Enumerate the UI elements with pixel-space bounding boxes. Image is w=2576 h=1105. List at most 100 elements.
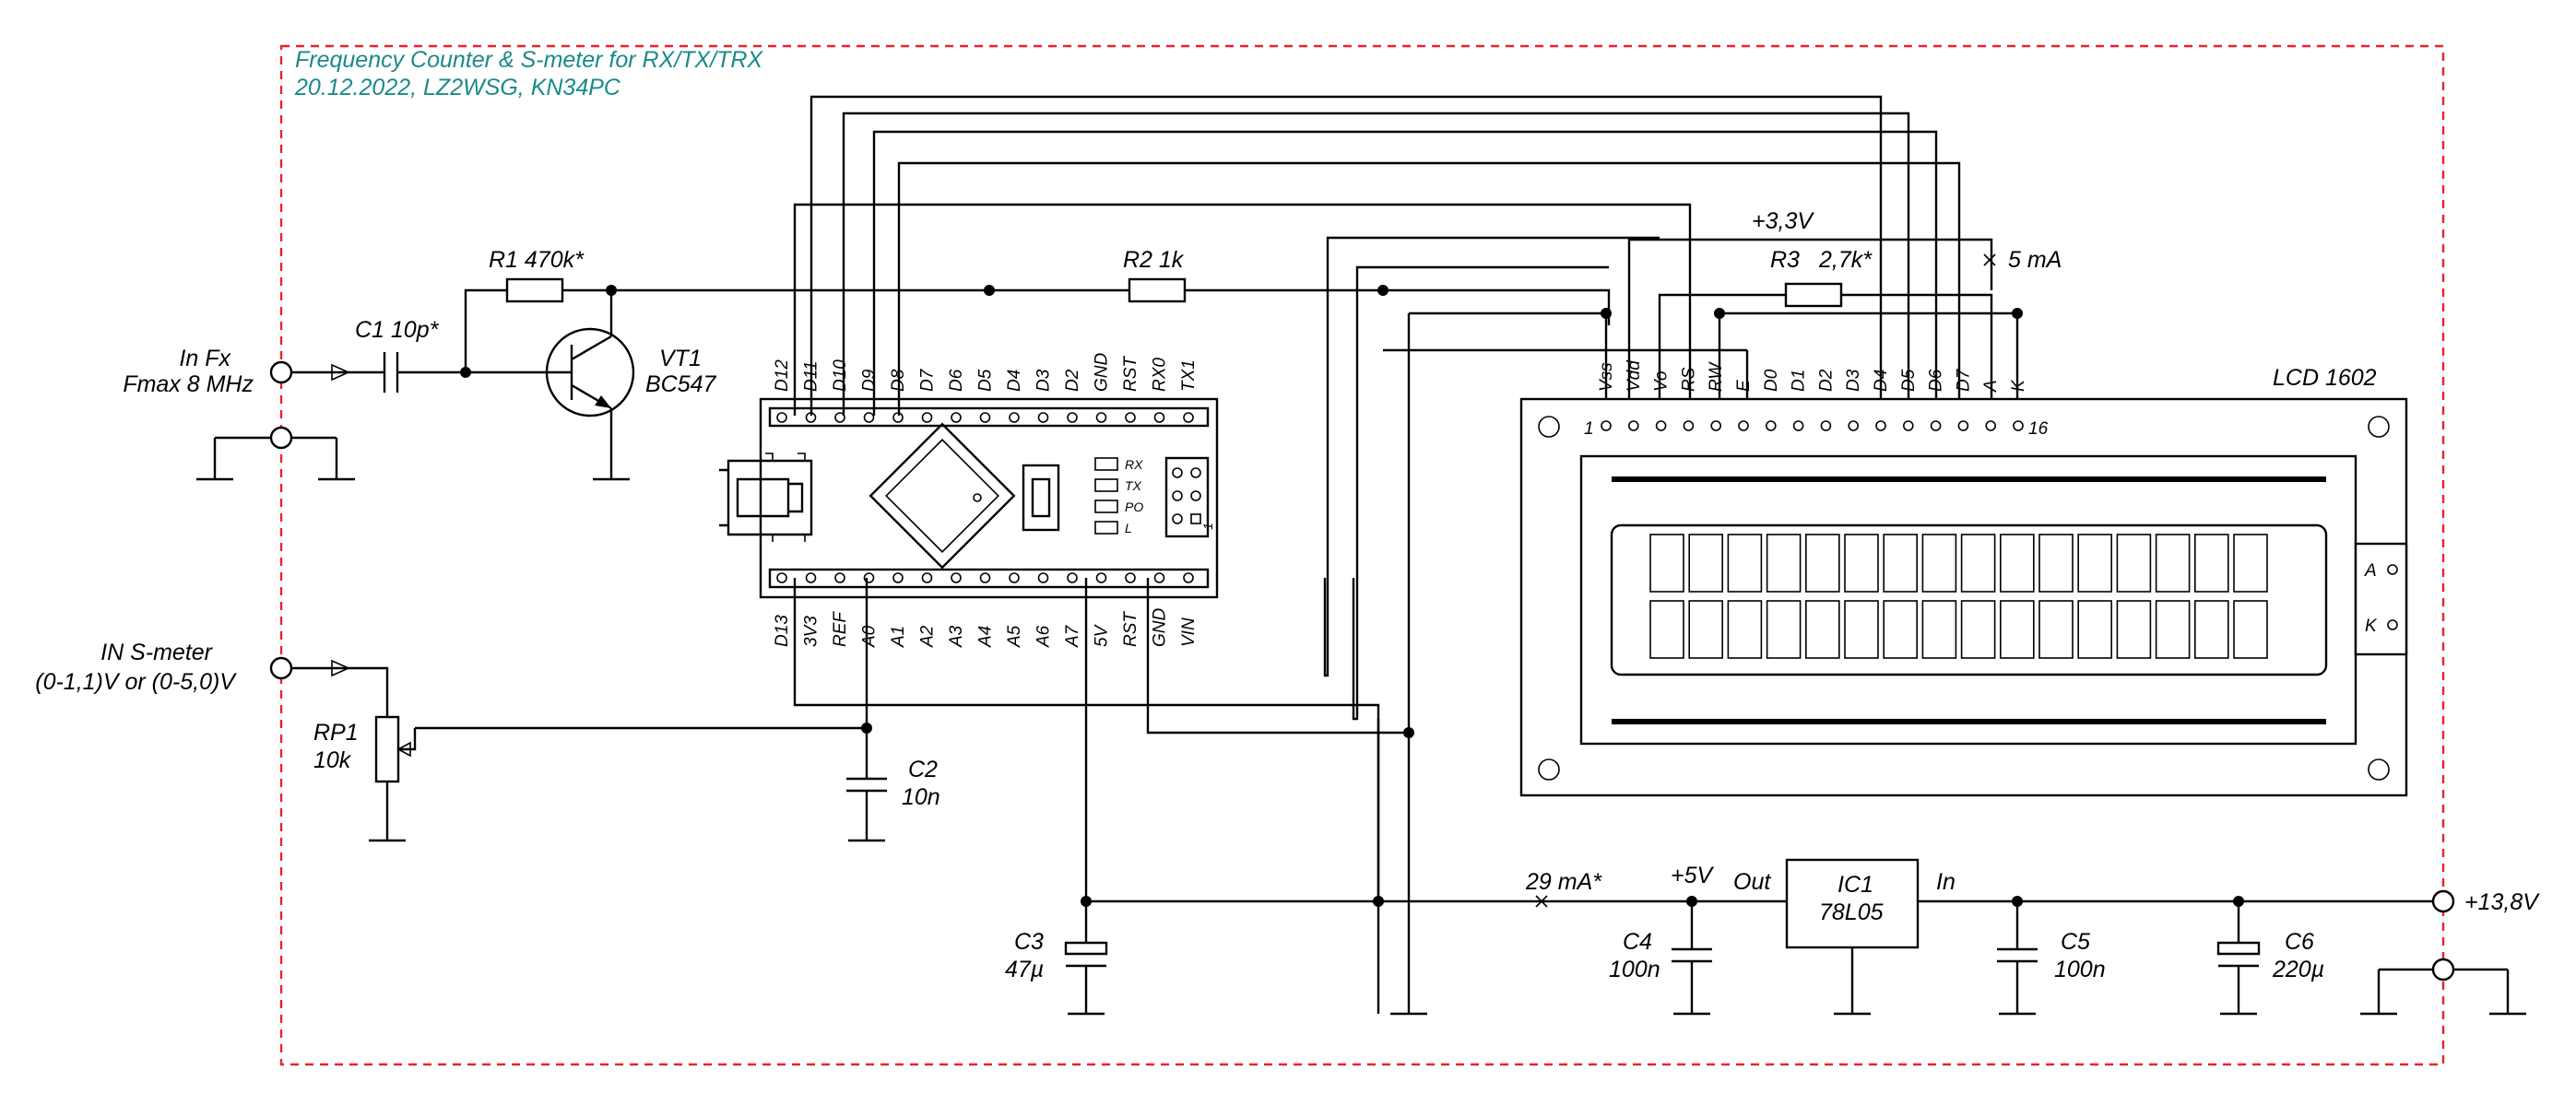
- nano-top-pin: [1095, 412, 1107, 423]
- reset-button: [1022, 464, 1060, 532]
- c3-value: 47µ: [1005, 957, 1044, 982]
- lcd-char-cell: [1766, 600, 1802, 659]
- nano-bottom-pin: [1095, 572, 1107, 583]
- power-terminal: [2431, 889, 2455, 913]
- lcd-char-cell: [1844, 534, 1879, 593]
- nano-bottom-pin-label: VIN: [1179, 617, 1199, 647]
- lcd-pin: [1903, 420, 1914, 431]
- c5-value: 100n: [2054, 957, 2106, 982]
- nano-bottom-pin: [834, 572, 845, 583]
- nano-bottom-pin-label: D13: [773, 615, 792, 647]
- nano-top-pin: [1153, 412, 1165, 423]
- r2-resistor: [1128, 277, 1187, 303]
- lcd-pin: [1601, 420, 1612, 431]
- nano-bottom-pin-label: A7: [1063, 624, 1082, 648]
- nano-bottom-pin: [1037, 572, 1049, 583]
- lcd-char-cell: [1883, 600, 1918, 659]
- c1-label: C1 10p*: [355, 317, 440, 343]
- lcd-char-cell: [1921, 534, 1957, 593]
- lcd-char-cell: [2000, 600, 2035, 659]
- nano-top-pin: [1009, 412, 1020, 423]
- nano-bottom-pin: [1009, 572, 1020, 583]
- lcd-pin-label: D3: [1844, 369, 1863, 392]
- lcd-char-cell: [1844, 600, 1879, 659]
- r1-label: R1 470k*: [489, 247, 585, 273]
- nano-bottom-pin-label: A2: [918, 625, 938, 648]
- rp1-potentiometer: [374, 715, 400, 783]
- lcd-pin: [1683, 420, 1695, 431]
- lcd-pin: [1792, 420, 1804, 431]
- c4-value: 100n: [1609, 957, 1660, 982]
- nano-top-pin: [979, 412, 991, 423]
- lcd-char-cell: [1883, 534, 1918, 593]
- lcd-char-cell: [2233, 534, 2268, 593]
- rp1-label: RP1: [313, 720, 359, 746]
- r1-resistor: [505, 277, 564, 303]
- c3-label: C3: [1014, 929, 1044, 955]
- nano-bottom-pin-label: A6: [1034, 625, 1054, 648]
- nano-bottom-pin: [921, 572, 933, 583]
- input-fx-fmax-label: Fmax 8 MHz: [123, 371, 254, 397]
- nano-bottom-pin-label: A5: [1005, 625, 1024, 648]
- nano-top-pin: [776, 412, 787, 423]
- lcd-char-cell: [2038, 534, 2074, 593]
- lcd-char-cell: [2038, 600, 2074, 659]
- nano-top-pin: [1125, 412, 1136, 423]
- ic1-name: IC1: [1837, 872, 1873, 898]
- lcd-side-a: A: [2364, 561, 2377, 581]
- input-fx-label: In Fx: [179, 346, 231, 371]
- rp1-value: 10k: [313, 747, 352, 773]
- lcd-screen: [1610, 523, 2328, 676]
- c4-label: C4: [1623, 929, 1652, 955]
- lcd-pin: [1738, 420, 1749, 431]
- ic1-type: 78L05: [1819, 899, 1884, 925]
- smeter-range: (0-1,1)V or (0-5,0)V: [35, 669, 237, 695]
- lcd-pin: [1930, 420, 1942, 431]
- nano-bottom-pin: [892, 572, 904, 583]
- nano-led: [1094, 457, 1118, 471]
- nano-top-pin-label: RX0: [1151, 358, 1170, 392]
- lcd-pin-label: RS: [1679, 367, 1698, 392]
- lcd-char-cell: [2194, 600, 2229, 659]
- nano-board: [759, 397, 1219, 599]
- nano-bottom-pin: [1183, 572, 1194, 583]
- nano-led: [1094, 500, 1118, 513]
- v5-label: +5V: [1671, 863, 1715, 888]
- lcd-char-cell: [2116, 534, 2152, 593]
- nano-led: [1094, 521, 1118, 535]
- lcd-pin-label: D5: [1899, 369, 1919, 392]
- lcd-pin: [1875, 420, 1886, 431]
- r3-value: 2,7k*: [1818, 247, 1873, 273]
- lcd-char-cell: [1688, 534, 1723, 593]
- lcd-backlight-tab: [2354, 542, 2408, 656]
- c2-capacitor: [846, 578, 887, 842]
- icsp-pin-1-label: 1: [1200, 523, 1215, 530]
- lcd-pin-label: D0: [1762, 369, 1781, 392]
- nano-top-pin: [1183, 412, 1194, 423]
- lcd-char-cell: [2155, 534, 2191, 593]
- supply-current: 29 mA*: [1525, 869, 1602, 895]
- nano-top-pin-label: D6: [947, 369, 966, 392]
- lcd-pin: [1848, 420, 1859, 431]
- lcd-pin-label: D6: [1927, 369, 1946, 392]
- lcd-char-cell: [2077, 600, 2112, 659]
- lcd-pin-label: D2: [1816, 369, 1836, 392]
- lcd-char-cell: [1649, 600, 1684, 659]
- lcd-pin: [1820, 420, 1832, 431]
- lcd-bezel: [1579, 454, 2357, 746]
- nano-top-pin-label: GND: [1093, 353, 1112, 393]
- nano-top-pin-label: D2: [1063, 369, 1082, 392]
- lcd-char-cell: [1960, 600, 1996, 659]
- lcd-pin-label: K: [2009, 379, 2028, 392]
- nano-bottom-pin: [1125, 572, 1136, 583]
- c4-capacitor: [1672, 901, 1712, 1016]
- c2-value: 10n: [902, 784, 940, 810]
- lcd-pin: [1655, 420, 1667, 431]
- nano-led-label: TX: [1125, 478, 1142, 493]
- vt1-label: VT1: [659, 346, 702, 371]
- backlight-current: 5 mA: [2008, 247, 2062, 273]
- lcd-char-cell: [1727, 534, 1763, 593]
- nano-bottom-pin-label: A1: [889, 626, 908, 648]
- nano-led-label: L: [1125, 521, 1132, 535]
